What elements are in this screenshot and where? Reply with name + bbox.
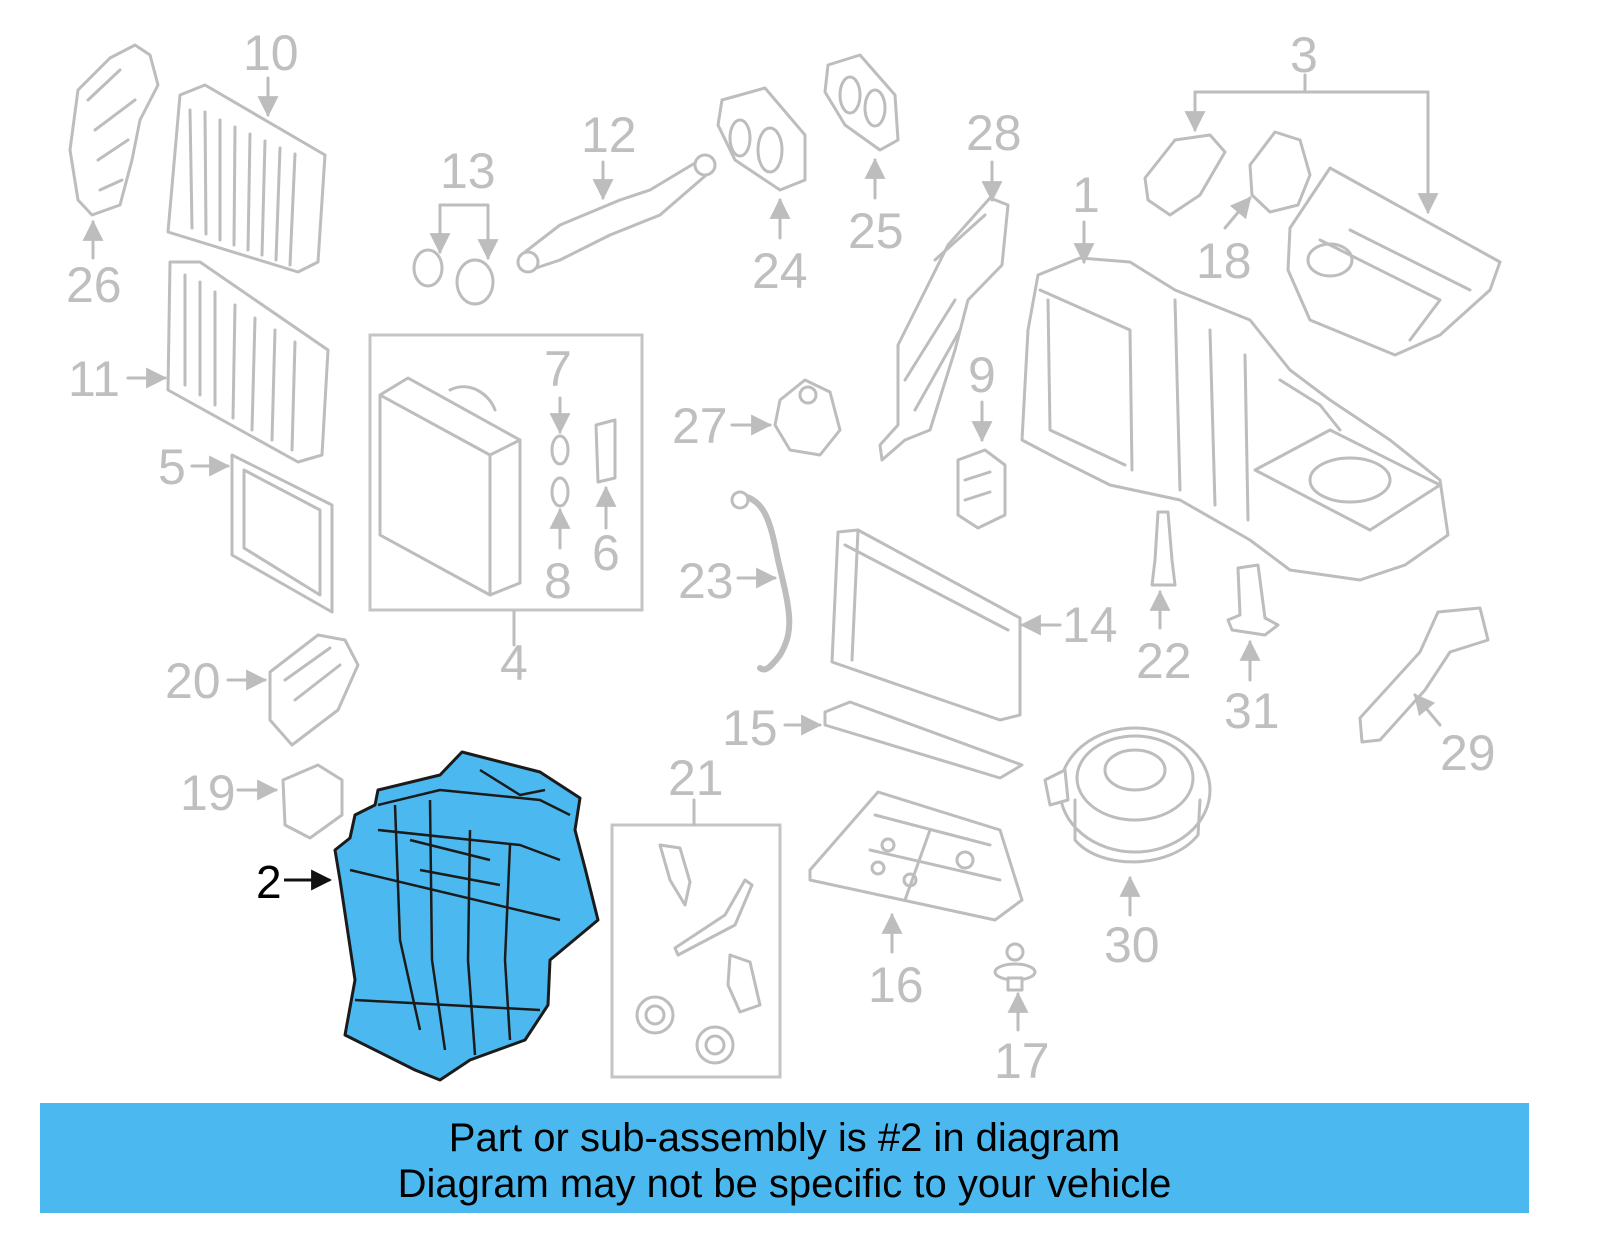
callout-2: 2 (256, 856, 282, 908)
part-15-strip[interactable] (823, 700, 1024, 780)
callout-7: 7 (544, 341, 572, 397)
callout-11: 11 (68, 351, 120, 407)
callout-16: 16 (868, 957, 924, 1013)
part-21-group-box (610, 823, 782, 1079)
callout-27: 27 (672, 398, 728, 454)
callout-24: 24 (752, 243, 808, 299)
part-26-bracket[interactable] (68, 43, 160, 217)
part-23-hose[interactable] (730, 490, 793, 673)
callout-13: 13 (440, 143, 496, 199)
callout-6: 6 (592, 525, 620, 581)
banner-line-1: Part or sub-assembly is #2 in diagram (448, 1116, 1121, 1160)
callout-18: 18 (1196, 233, 1252, 289)
part-5-frame[interactable] (230, 453, 334, 614)
callout-20: 20 (165, 653, 221, 709)
part-24-seal[interactable] (716, 86, 807, 192)
part-14-filter[interactable] (830, 528, 1022, 722)
callout-3: 3 (1290, 27, 1318, 83)
part-25-seal[interactable] (823, 53, 900, 152)
part-27-valve[interactable] (773, 378, 842, 457)
callout-15: 15 (722, 700, 778, 756)
part-4-group-box (368, 333, 644, 612)
part-1-hvac-housing[interactable] (1020, 256, 1450, 582)
part-11-evaporator[interactable] (166, 260, 330, 464)
callout-31: 31 (1224, 683, 1280, 739)
callout-17: 17 (994, 1033, 1050, 1089)
part-7-8-orings[interactable] (550, 434, 570, 508)
part-10-heater-core[interactable] (166, 83, 327, 274)
callout-26: 26 (66, 257, 122, 313)
part-31-resistor[interactable] (1226, 563, 1280, 637)
callout-10: 10 (243, 25, 299, 81)
part-17-clip[interactable] (993, 942, 1037, 992)
part-12-ac-line[interactable] (516, 153, 717, 274)
info-banner: Part or sub-assembly is #2 in diagram Di… (40, 1103, 1529, 1213)
banner-line-2: Diagram may not be specific to your vehi… (397, 1162, 1172, 1206)
part-4-evaporator-box[interactable] (378, 376, 522, 597)
part-29-duct[interactable] (1358, 606, 1490, 744)
part-13-clamps[interactable] (412, 248, 495, 306)
part-16-cover[interactable] (808, 790, 1024, 922)
callout-25: 25 (848, 203, 904, 259)
callout-22: 22 (1136, 633, 1192, 689)
callout-1: 1 (1072, 167, 1100, 223)
part-6-valve[interactable] (594, 418, 617, 484)
part-30-blower[interactable] (1043, 726, 1212, 864)
part-2-housing-highlighted[interactable] (333, 750, 600, 1082)
callout-23: 23 (678, 553, 734, 609)
part-3-fresh-air-housing[interactable] (1286, 166, 1502, 357)
callout-30: 30 (1104, 917, 1160, 973)
part-18-actuator[interactable] (1248, 130, 1312, 214)
callout-5: 5 (158, 439, 186, 495)
part-3-actuator-small[interactable] (1143, 133, 1227, 217)
callout-9: 9 (968, 347, 996, 403)
part-20-actuator[interactable] (268, 633, 360, 747)
callout-29: 29 (1440, 725, 1496, 781)
callout-19: 19 (180, 765, 236, 821)
callout-14: 14 (1062, 597, 1118, 653)
part-22-sensor[interactable] (1150, 510, 1177, 587)
part-21-linkage[interactable] (635, 843, 762, 1065)
callout-28: 28 (966, 105, 1022, 161)
callout-8: 8 (544, 553, 572, 609)
callout-12: 12 (581, 107, 637, 163)
callout-4: 4 (500, 635, 528, 691)
part-19-actuator[interactable] (281, 763, 344, 840)
callout-21: 21 (668, 750, 724, 806)
part-9-switch[interactable] (956, 448, 1007, 530)
part-28-bracket[interactable] (878, 196, 1010, 462)
